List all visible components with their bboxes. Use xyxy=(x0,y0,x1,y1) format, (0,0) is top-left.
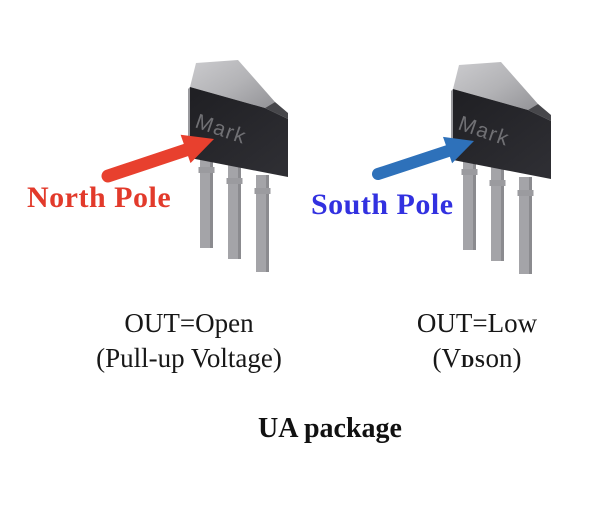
chip-front-face xyxy=(190,87,288,177)
south-pole-label: South Pole xyxy=(311,188,454,221)
right-output-state: OUT=Low xyxy=(416,308,538,338)
package-title: UA package xyxy=(258,413,402,444)
chip-lead xyxy=(461,157,478,250)
right-output-detail: (VDSon) xyxy=(432,342,522,373)
chip-chamfer xyxy=(528,104,551,121)
chip-top-face xyxy=(190,60,275,108)
left-output-caption: OUT=Open (Pull-up Voltage) xyxy=(83,306,295,375)
vds-subscript: DS xyxy=(461,350,486,371)
chip-lead xyxy=(517,177,534,274)
chip-package-left: Mark xyxy=(188,60,288,272)
chip-top-face xyxy=(453,62,538,110)
chip-front-face xyxy=(453,89,551,179)
south-pole-arrow-icon xyxy=(372,136,474,180)
chip-lead xyxy=(254,175,271,272)
chip-chamfer xyxy=(265,102,288,119)
right-output-caption: OUT=Low (VDSon) xyxy=(377,306,577,375)
left-output-detail: (Pull-up Voltage) xyxy=(96,342,282,373)
chip-body: Mark xyxy=(188,60,288,177)
chip-lead xyxy=(198,155,215,248)
left-output-state: OUT=Open xyxy=(124,308,254,338)
chip-lead xyxy=(226,165,243,259)
north-pole-arrow-icon xyxy=(101,134,214,183)
chip-lead xyxy=(489,167,506,261)
chip-body: Mark xyxy=(451,62,551,179)
chip-leads xyxy=(198,155,271,272)
chip-leads xyxy=(461,157,534,274)
north-pole-label: North Pole xyxy=(27,181,172,214)
chip-package-right: Mark xyxy=(451,62,551,274)
